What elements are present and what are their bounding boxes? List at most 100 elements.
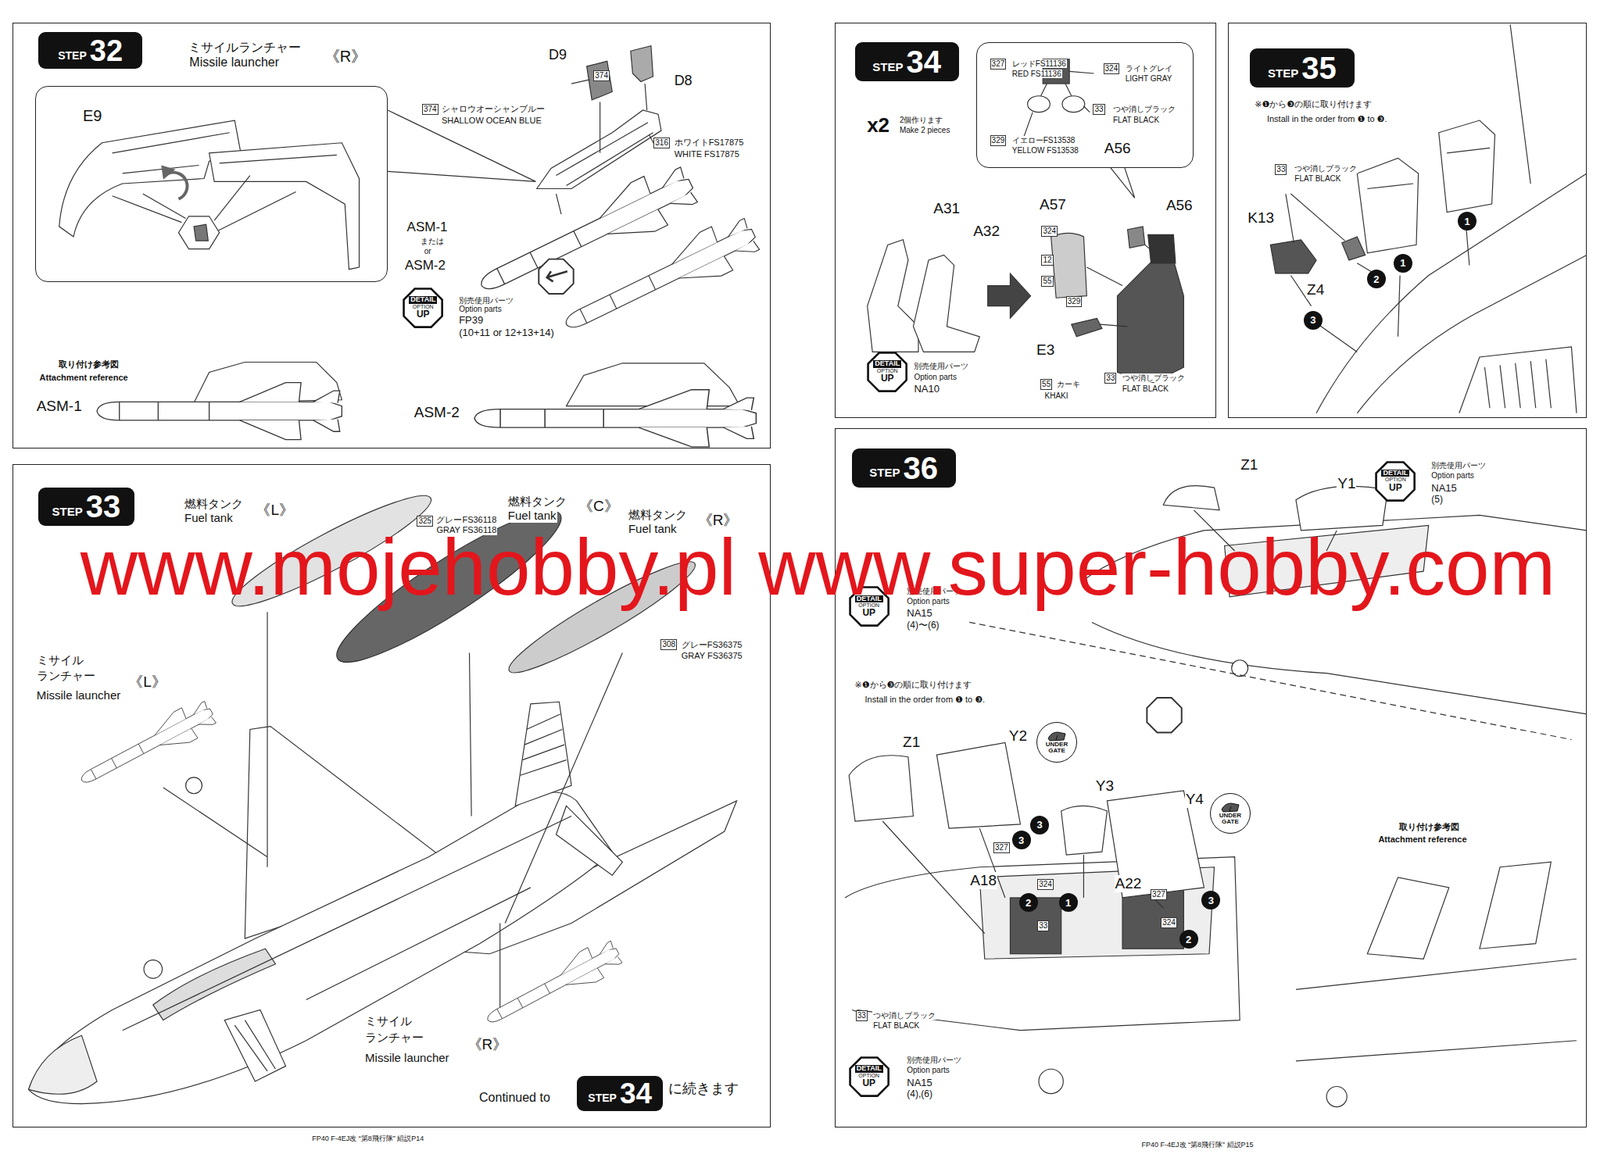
octagon bbox=[1376, 461, 1415, 501]
paint-callout: 33 bbox=[1104, 372, 1117, 384]
node-text: 1 bbox=[1065, 898, 1071, 909]
harness-strap bbox=[1020, 71, 1094, 141]
node-text: 329 bbox=[1067, 297, 1081, 306]
leader-line bbox=[1086, 244, 1151, 326]
detail-badge: DETAILOPTIONUP bbox=[848, 1056, 890, 1098]
node-text: 55 bbox=[1041, 379, 1051, 389]
node-text: UP bbox=[862, 1078, 876, 1089]
part-label: 別売使用パーツ bbox=[912, 361, 970, 372]
canopy bbox=[153, 948, 276, 1021]
node-text: OPTION bbox=[412, 304, 434, 310]
node-text: 32 bbox=[89, 35, 123, 66]
part-label: 取り付け参考図 bbox=[57, 359, 120, 370]
detail-badge: DETAILOPTIONUP bbox=[866, 351, 908, 393]
part-label: 別売使用パーツ bbox=[905, 1055, 963, 1066]
paint-callout: 33 bbox=[1092, 103, 1105, 115]
node-text: 324 bbox=[1105, 64, 1119, 73]
raised-canopy bbox=[1479, 862, 1551, 949]
part-label: Z4 bbox=[1306, 281, 1325, 299]
part-label: KHAKI bbox=[1044, 391, 1070, 401]
node-text: 1 bbox=[1463, 216, 1470, 227]
canopy-z1 bbox=[848, 755, 913, 822]
part-label: ASM-2 bbox=[413, 404, 461, 422]
node-text: DETAIL bbox=[1381, 469, 1410, 477]
part-label: E3 bbox=[1035, 341, 1056, 359]
order-number: 1 bbox=[1393, 254, 1413, 273]
node-text: Continued to bbox=[479, 1091, 551, 1106]
seat-part bbox=[867, 239, 919, 353]
landing-gear bbox=[1038, 1069, 1064, 1094]
canopy-y4 bbox=[1106, 791, 1204, 899]
node-text: 34 bbox=[619, 1079, 652, 1109]
watermark: www.mojehobby.pl www.super-hobby.com bbox=[79, 528, 1557, 609]
harness-loop bbox=[1062, 96, 1085, 113]
part-label: 燃料タンク bbox=[183, 497, 244, 511]
paint-callout: 327 bbox=[990, 58, 1007, 70]
node-text: STEP bbox=[1267, 67, 1299, 79]
stabilizer bbox=[555, 805, 623, 876]
part-label: (5) bbox=[1430, 494, 1444, 506]
part-label: NA15 bbox=[905, 608, 934, 620]
rotate-arrowhead bbox=[161, 165, 176, 180]
line-art bbox=[28, 24, 1587, 1107]
headrest bbox=[1148, 234, 1176, 264]
landing-gear bbox=[186, 777, 203, 795]
part-label: ホワイトFS17875 bbox=[673, 137, 745, 148]
part-label: YELLOW FS13538 bbox=[1011, 146, 1080, 156]
node-text: UNDER GATE bbox=[1044, 741, 1070, 755]
step-badge: STEP32 bbox=[38, 32, 143, 69]
paint-callout: 374 bbox=[422, 103, 439, 115]
leader-line bbox=[851, 821, 1164, 1016]
part-label: Option parts bbox=[458, 304, 502, 315]
fuselage-line bbox=[1316, 24, 1587, 413]
node-text: 1 bbox=[1399, 257, 1406, 269]
node-text: 34 bbox=[905, 46, 942, 78]
detail-badge: DETAILOPTIONUP bbox=[402, 287, 444, 329]
node-text: x2 bbox=[866, 114, 890, 138]
paint-callout: 324 bbox=[1041, 225, 1058, 237]
node-text: 3 bbox=[1036, 819, 1042, 831]
paint-callout: 55 bbox=[1041, 275, 1053, 287]
part-label: グレーFS36118 bbox=[435, 515, 498, 526]
seat bbox=[1356, 157, 1418, 253]
node-text: STEP bbox=[872, 60, 903, 73]
paint-callout: 327 bbox=[1150, 889, 1167, 901]
step-panel: ※❶から❸の順に取り付けますInstall in the order from … bbox=[1227, 22, 1588, 419]
part-label: Y3 bbox=[1095, 777, 1115, 795]
fuselage-line bbox=[1295, 959, 1577, 1062]
part-e3 bbox=[1071, 318, 1103, 337]
part-label: A22 bbox=[1114, 875, 1143, 893]
part-label: 《R》 bbox=[466, 1036, 509, 1054]
part-label: ランチャー bbox=[364, 1030, 425, 1045]
gate-shape bbox=[1048, 732, 1066, 741]
part-label: 《C》 bbox=[577, 497, 620, 516]
fuselage bbox=[28, 792, 613, 1105]
step-badge: STEP35 bbox=[1249, 48, 1355, 88]
part-label: D8 bbox=[673, 72, 694, 90]
canopy-z1 bbox=[1163, 486, 1220, 511]
pylon-detail bbox=[555, 122, 653, 187]
part-label: FP39 bbox=[458, 314, 484, 327]
part-label: NA15 bbox=[905, 1077, 934, 1090]
order-number: 3 bbox=[1303, 311, 1323, 330]
node-text: 35 bbox=[1301, 52, 1337, 84]
part-label: FLAT BLACK bbox=[872, 1021, 920, 1031]
gate-icon bbox=[1046, 730, 1067, 742]
part-label: or bbox=[423, 246, 433, 257]
node-text: 33 bbox=[1038, 921, 1048, 931]
part-label: グレーFS36375 bbox=[680, 640, 744, 651]
part-label: Y4 bbox=[1184, 791, 1205, 809]
order-number: 1 bbox=[1059, 893, 1078, 913]
part-label: LIGHT GRAY bbox=[1124, 74, 1174, 84]
node-text: 324 bbox=[1038, 880, 1053, 889]
node-text: E9 bbox=[82, 107, 102, 126]
part-label: カーキ bbox=[1055, 379, 1081, 390]
landing-gear bbox=[1326, 1086, 1347, 1107]
part-label: ミサイル bbox=[364, 1014, 413, 1028]
part-label: ASM-1 bbox=[406, 219, 449, 236]
part-label: 別売使用パーツ bbox=[1430, 461, 1487, 471]
node-text: Missile launcher bbox=[189, 55, 280, 70]
order-number: 2 bbox=[1019, 893, 1039, 913]
part-label: A56 bbox=[1165, 196, 1194, 215]
inset-tail bbox=[1109, 167, 1135, 198]
